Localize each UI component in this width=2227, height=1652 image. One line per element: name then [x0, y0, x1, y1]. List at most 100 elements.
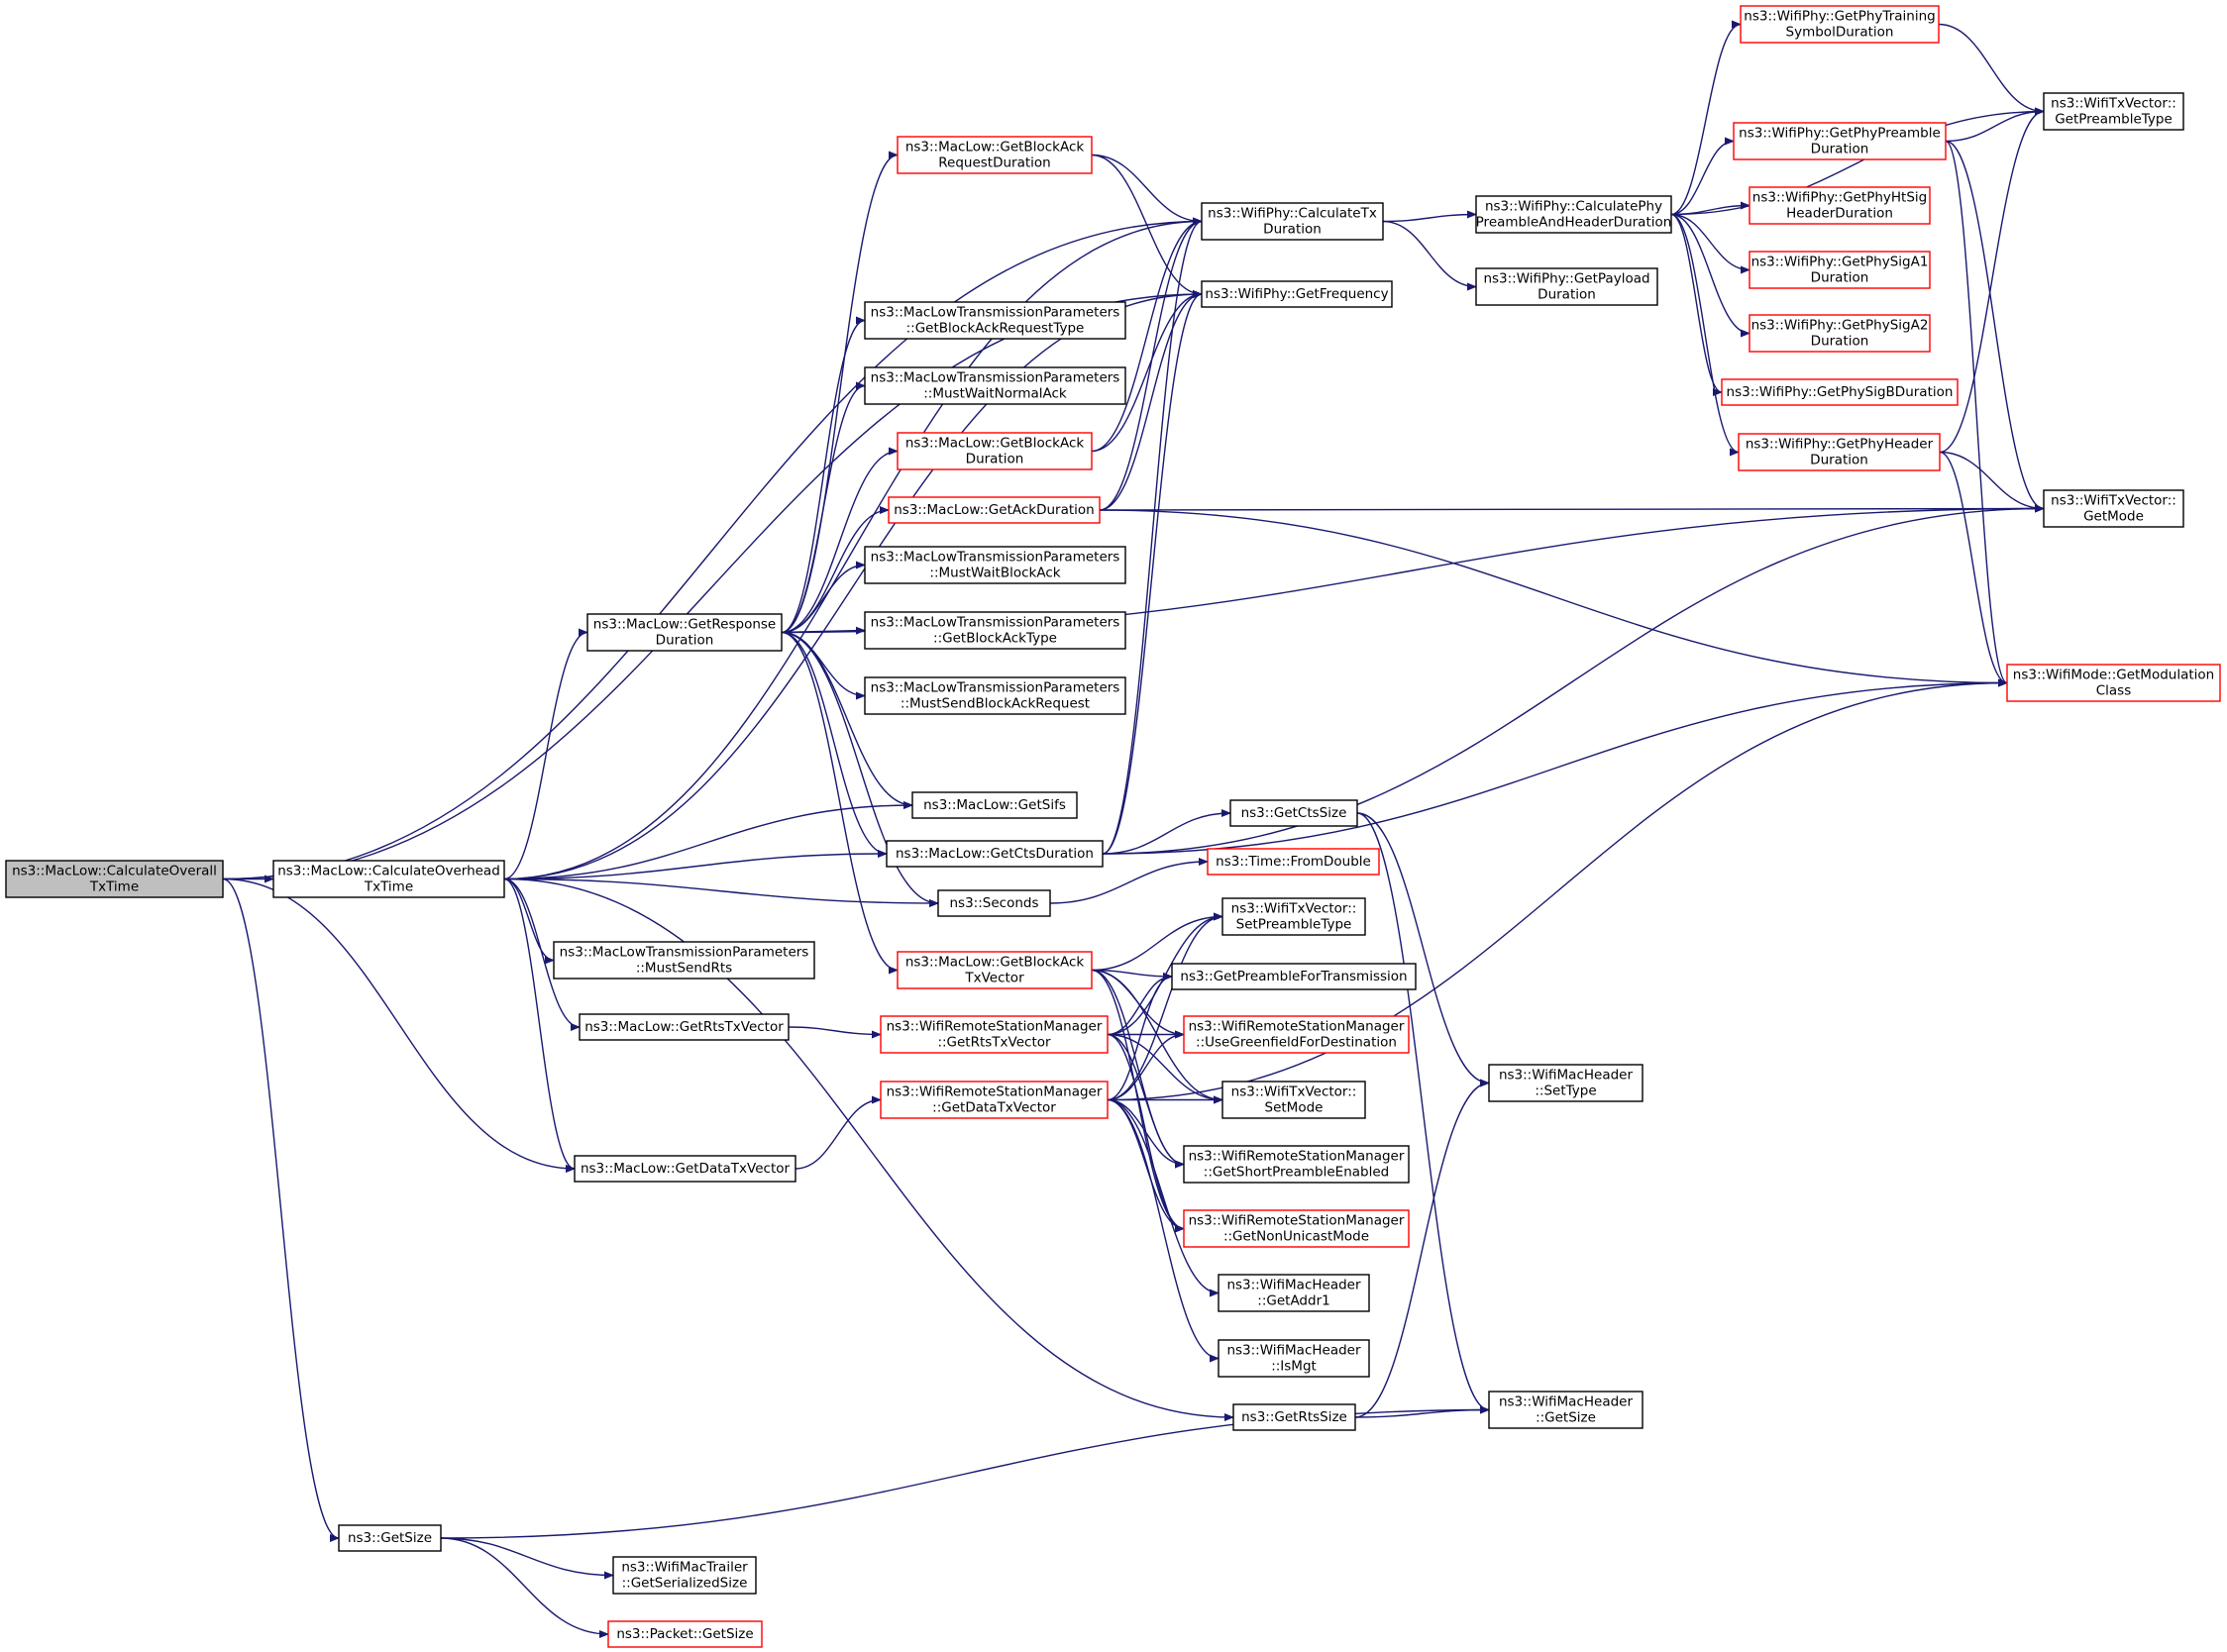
node-box[interactable] — [2006, 664, 2221, 702]
node-box[interactable] — [1229, 799, 1358, 827]
node-datatxvector[interactable]: ns3::MacLow::GetDataTxVector — [574, 1155, 796, 1183]
node-trailer[interactable]: ns3::WifiMacTrailer::GetSerializedSize — [612, 1556, 757, 1595]
node-getmode[interactable]: ns3::WifiTxVector::GetMode — [2043, 489, 2184, 528]
node-box[interactable] — [1201, 280, 1393, 308]
node-fromdouble[interactable]: ns3::Time::FromDouble — [1207, 848, 1380, 876]
node-seconds[interactable]: ns3::Seconds — [937, 889, 1051, 917]
node-box[interactable] — [1171, 963, 1417, 990]
node-barequesttype[interactable]: ns3::MacLowTransmissionParameters::GetBl… — [864, 301, 1126, 340]
node-mustwaitblock[interactable]: ns3::MacLowTransmissionParameters::MustW… — [864, 546, 1126, 584]
node-box[interactable] — [1740, 5, 1940, 44]
node-box[interactable] — [1749, 186, 1931, 225]
node-box[interactable] — [1721, 378, 1959, 406]
node-box[interactable] — [1488, 1064, 1644, 1102]
node-addr1[interactable]: ns3::WifiMacHeader::GetAddr1 — [1218, 1274, 1370, 1312]
node-box[interactable] — [574, 1155, 796, 1183]
node-nonunicast[interactable]: ns3::WifiRemoteStationManager::GetNonUni… — [1183, 1209, 1410, 1248]
node-setmode[interactable]: ns3::WifiTxVector::SetMode — [1221, 1081, 1366, 1119]
node-box[interactable] — [937, 889, 1051, 917]
node-box[interactable] — [553, 941, 815, 980]
node-box[interactable] — [1749, 314, 1931, 353]
node-box[interactable] — [612, 1556, 757, 1595]
node-box[interactable] — [1221, 1081, 1366, 1119]
node-ctssize[interactable]: ns3::GetCtsSize — [1229, 799, 1358, 827]
node-box[interactable] — [607, 1620, 763, 1648]
node-box[interactable] — [1218, 1274, 1370, 1312]
node-box[interactable] — [897, 432, 1093, 470]
node-box[interactable] — [338, 1524, 442, 1552]
node-greenfield[interactable]: ns3::WifiRemoteStationManager::UseGreenf… — [1183, 1015, 1410, 1054]
node-rsmrts[interactable]: ns3::WifiRemoteStationManager::GetRtsTxV… — [880, 1015, 1109, 1054]
node-box[interactable] — [2043, 489, 2184, 528]
node-box[interactable] — [1183, 1015, 1410, 1054]
node-box[interactable] — [1218, 1339, 1370, 1378]
node-box[interactable] — [897, 951, 1093, 989]
node-box[interactable] — [864, 611, 1126, 650]
node-box[interactable] — [1738, 433, 1941, 471]
node-box[interactable] — [1207, 848, 1380, 876]
node-box[interactable] — [864, 546, 1126, 584]
node-box[interactable] — [864, 366, 1126, 405]
node-box[interactable] — [897, 136, 1093, 174]
node-mustsendrts[interactable]: ns3::MacLowTransmissionParameters::MustS… — [553, 941, 815, 980]
node-packetsize[interactable]: ns3::Packet::GetSize — [607, 1620, 763, 1648]
node-mustwaitnormal[interactable]: ns3::MacLowTransmissionParameters::MustW… — [864, 366, 1126, 405]
node-box[interactable] — [864, 301, 1126, 340]
node-calcpreamble[interactable]: ns3::WifiPhy::CalculatePhyPreambleAndHea… — [1475, 195, 1672, 234]
node-freq[interactable]: ns3::WifiPhy::GetFrequency — [1201, 280, 1393, 308]
node-sigb[interactable]: ns3::WifiPhy::GetPhySigBDuration — [1721, 378, 1959, 406]
node-box[interactable] — [586, 613, 783, 652]
node-box[interactable] — [1183, 1209, 1410, 1248]
node-box[interactable] — [911, 791, 1078, 819]
node-sifs[interactable]: ns3::MacLow::GetSifs — [911, 791, 1078, 819]
node-blockacktype[interactable]: ns3::MacLowTransmissionParameters::GetBl… — [864, 611, 1126, 650]
node-box[interactable] — [1232, 1403, 1356, 1431]
node-ismgt[interactable]: ns3::WifiMacHeader::IsMgt — [1218, 1339, 1370, 1378]
node-box[interactable] — [880, 1081, 1109, 1119]
node-box[interactable] — [272, 860, 505, 898]
node-preamblefortx[interactable]: ns3::GetPreambleForTransmission — [1171, 963, 1417, 990]
node-box[interactable] — [1733, 122, 1947, 160]
node-training[interactable]: ns3::WifiPhy::GetPhyTrainingSymbolDurati… — [1740, 5, 1940, 44]
node-box[interactable] — [1488, 1391, 1644, 1429]
node-mustsendbar[interactable]: ns3::MacLowTransmissionParameters::MustS… — [864, 676, 1126, 715]
node-rtssize[interactable]: ns3::GetRtsSize — [1232, 1403, 1356, 1431]
node-box[interactable] — [2043, 92, 2184, 131]
node-hdrsize[interactable]: ns3::WifiMacHeader::GetSize — [1488, 1391, 1644, 1429]
node-settype[interactable]: ns3::WifiMacHeader::SetType — [1488, 1064, 1644, 1102]
node-box[interactable] — [1475, 267, 1658, 306]
node-shortpreamble[interactable]: ns3::WifiRemoteStationManager::GetShortP… — [1183, 1145, 1410, 1184]
node-box[interactable] — [880, 1015, 1109, 1054]
node-rsmdata[interactable]: ns3::WifiRemoteStationManager::GetDataTx… — [880, 1081, 1109, 1119]
node-box[interactable] — [1183, 1145, 1410, 1184]
node-box[interactable] — [1201, 202, 1384, 241]
node-box[interactable] — [579, 1013, 790, 1041]
node-box[interactable] — [5, 860, 224, 898]
node-box[interactable] — [886, 840, 1104, 868]
node-box[interactable] — [1749, 251, 1931, 289]
node-ctsdur[interactable]: ns3::MacLow::GetCtsDuration — [886, 840, 1104, 868]
node-rtstxvector[interactable]: ns3::MacLow::GetRtsTxVector — [579, 1013, 790, 1041]
node-box[interactable] — [864, 676, 1126, 715]
node-preambletype[interactable]: ns3::WifiTxVector::GetPreambleType — [2043, 92, 2184, 131]
node-getsize[interactable]: ns3::GetSize — [338, 1524, 442, 1552]
node-ackdur[interactable]: ns3::MacLow::GetAckDuration — [888, 496, 1101, 524]
node-box[interactable] — [888, 496, 1101, 524]
node-box[interactable] — [1221, 897, 1366, 936]
node-setpreamble[interactable]: ns3::WifiTxVector::SetPreambleType — [1221, 897, 1366, 936]
node-box[interactable] — [1475, 195, 1672, 234]
